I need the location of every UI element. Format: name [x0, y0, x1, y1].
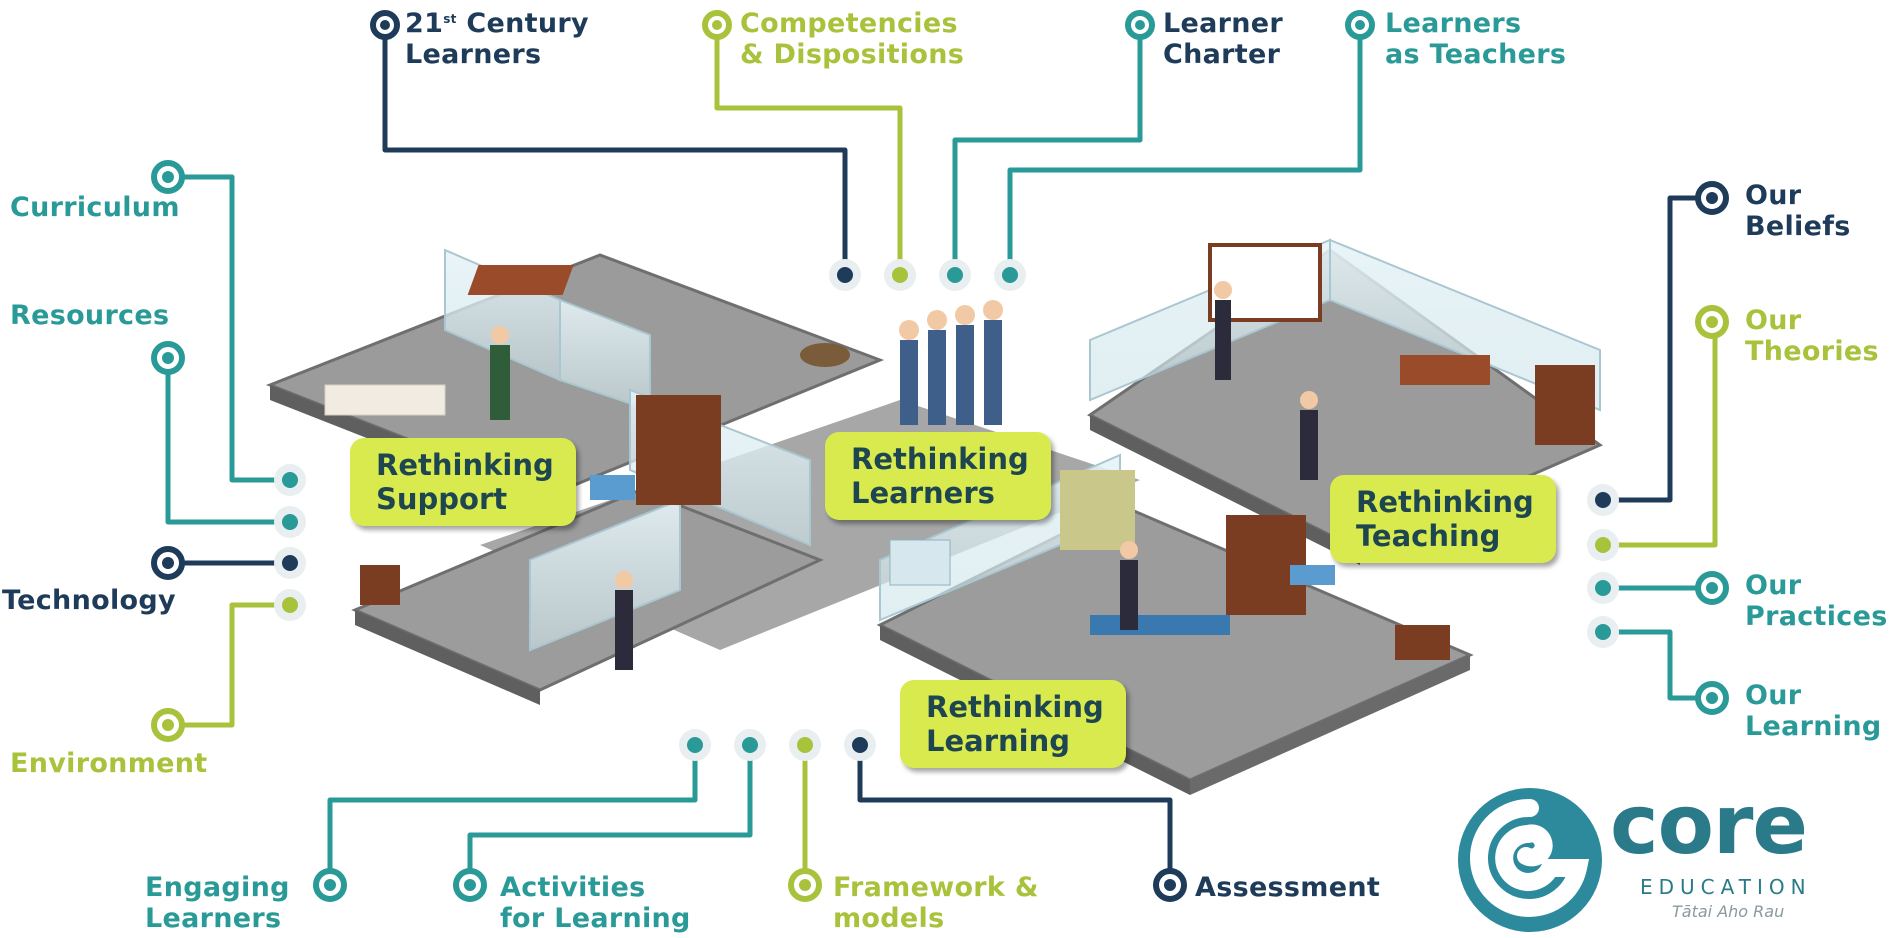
label-line: Theories [1745, 336, 1879, 367]
label-environment[interactable]: Environment [10, 748, 208, 779]
label-learners-line2: Learners [405, 39, 542, 70]
node-dots [274, 259, 1619, 761]
label-line: Competencies [740, 8, 958, 39]
label-line: Our [1745, 570, 1802, 601]
label-line: Learners [1385, 8, 1522, 39]
label-our-beliefs[interactable]: Our Beliefs [1745, 180, 1851, 242]
label-line: Learning [1745, 711, 1882, 742]
logo-word: core [1610, 778, 1808, 873]
label-21: 21 [405, 8, 444, 39]
label-learners-as-teachers[interactable]: Learners as Teachers [1385, 8, 1566, 70]
label-our-practices[interactable]: Our Practices [1745, 570, 1888, 632]
logo-subtitle: EDUCATION [1640, 875, 1812, 899]
label-line: Activities [500, 872, 646, 903]
label-line: Our [1745, 680, 1802, 711]
label-line: Learners [145, 903, 282, 934]
callout-rethinking-teaching[interactable]: Rethinking Teaching [1330, 475, 1556, 563]
label-technology[interactable]: Technology [2, 585, 176, 616]
label-line: as Teachers [1385, 39, 1567, 70]
label-line: Practices [1745, 601, 1888, 632]
core-logo-mark [1458, 788, 1602, 932]
label-our-learning[interactable]: Our Learning [1745, 680, 1881, 742]
connector-lines [165, 25, 1718, 880]
label-line: Our [1745, 305, 1802, 336]
callout-line: Rethinking [926, 690, 1104, 724]
label-century: Century [456, 8, 589, 39]
callout-line: Rethinking [376, 448, 554, 482]
label-line: Our [1745, 180, 1802, 211]
callout-line: Rethinking [851, 442, 1029, 476]
label-line: Engaging [145, 872, 290, 903]
logo-tagline: Tātai Aho Rau [1672, 902, 1785, 921]
callout-rethinking-learning[interactable]: Rethinking Learning [900, 680, 1126, 768]
label-engaging-learners[interactable]: Engaging Learners [145, 872, 290, 934]
label-line: Beliefs [1745, 211, 1851, 242]
room-furniture [324, 243, 1595, 670]
label-learner-charter[interactable]: Learner Charter [1163, 8, 1283, 70]
label-assessment[interactable]: Assessment [1195, 872, 1381, 903]
label-21st-century-learners[interactable]: 21st Century Learners [405, 8, 589, 70]
label-our-theories[interactable]: Our Theories [1745, 305, 1879, 367]
callout-line: Learning [926, 724, 1071, 758]
callout-rethinking-learners[interactable]: Rethinking Learners [825, 432, 1051, 520]
label-competencies[interactable]: Competencies & Dispositions [740, 8, 964, 70]
label-sup: st [443, 12, 457, 26]
label-framework-models[interactable]: Framework & models [833, 872, 1039, 934]
label-line: Learner [1163, 8, 1284, 39]
label-line: for Learning [500, 903, 691, 934]
callout-line: Teaching [1356, 519, 1501, 553]
label-activities-for-learning[interactable]: Activities for Learning [500, 872, 691, 934]
callout-line: Rethinking [1356, 485, 1534, 519]
label-line: Charter [1163, 39, 1281, 70]
label-line: & Dispositions [740, 39, 965, 70]
label-line: Framework & [833, 872, 1039, 903]
label-curriculum[interactable]: Curriculum [10, 192, 180, 223]
label-resources[interactable]: Resources [10, 300, 170, 331]
callout-rethinking-support[interactable]: Rethinking Support [350, 438, 576, 526]
callout-line: Support [376, 482, 508, 516]
label-line: models [833, 903, 945, 934]
label-rings [151, 10, 1729, 902]
callout-line: Learners [851, 476, 995, 510]
